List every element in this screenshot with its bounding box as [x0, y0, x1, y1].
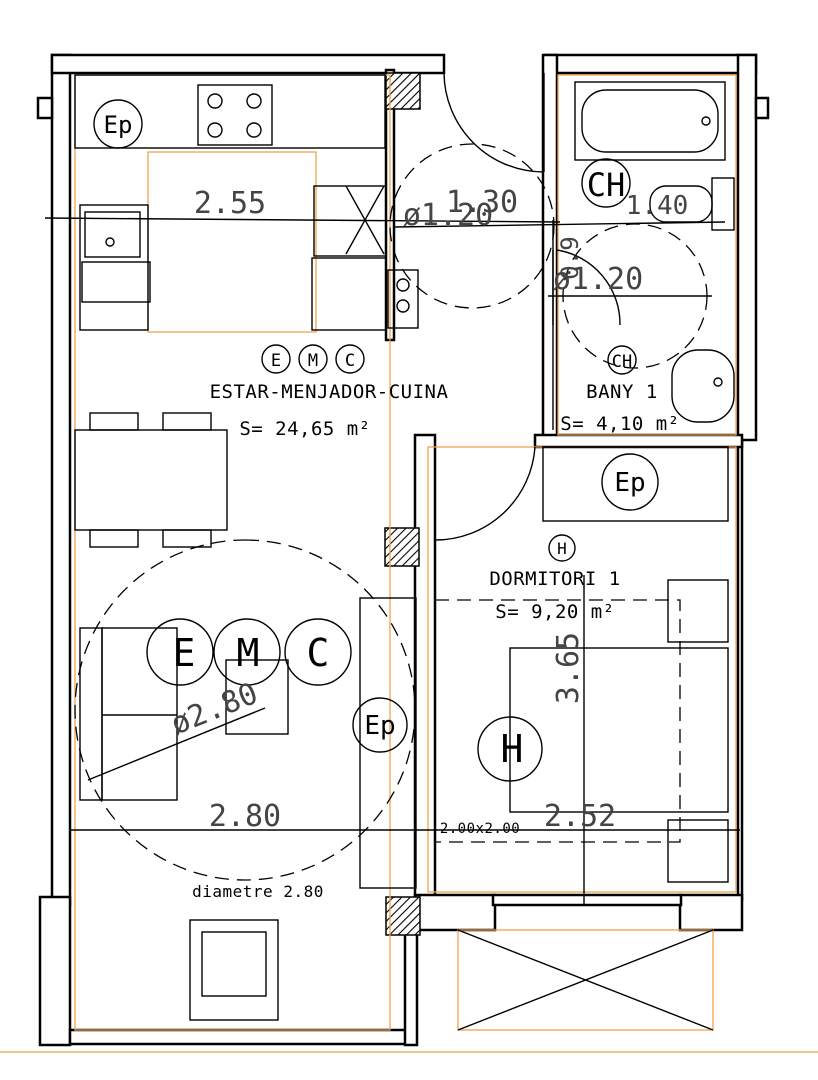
- dim-kitchen-width: 2.55: [194, 186, 266, 221]
- c-symbol-small: C: [345, 351, 355, 371]
- living-room-area: S= 24,65 m²: [239, 418, 370, 440]
- walls: [36, 53, 770, 1047]
- nightstand: [667, 819, 729, 883]
- dining-table: [74, 412, 228, 548]
- coffee-table: [225, 659, 289, 735]
- dimension-lines: [44, 217, 740, 905]
- bedroom-furniture: [434, 446, 729, 883]
- dim-living-width: 2.80: [209, 799, 281, 834]
- bath-room-name: BANY 1: [586, 381, 658, 403]
- sofa: [79, 627, 103, 801]
- c-symbol: C: [307, 631, 330, 675]
- ch-symbol-small: CH: [612, 352, 632, 372]
- armchair: [189, 919, 279, 1021]
- h-symbol-small: H: [557, 539, 567, 558]
- living-furniture: [74, 539, 417, 1021]
- bed: [509, 647, 729, 813]
- doors: [434, 72, 621, 541]
- bathtub: [574, 81, 726, 161]
- kitchen: [74, 74, 419, 331]
- dim-bath-height: 0.9: [556, 236, 584, 279]
- bath-room-area: S= 4,10 m²: [560, 413, 679, 435]
- dim-bath-turn: ø1.20: [553, 262, 643, 297]
- bed-clearance: [434, 599, 681, 843]
- ep-symbol: Ep: [104, 111, 133, 139]
- ep-symbol: Ep: [364, 711, 395, 741]
- e-symbol: E: [173, 631, 196, 675]
- nightstand: [667, 579, 729, 643]
- bed-size: 2.00x2.00: [440, 821, 520, 837]
- washbasin: [671, 349, 735, 423]
- ep-symbol: Ep: [614, 468, 645, 498]
- labels: ESTAR-MENJADOR-CUINA S= 24,65 m² BANY 1 …: [104, 111, 689, 901]
- kitchen-turn-circle: [389, 143, 555, 309]
- living-circle-note: diametre 2.80: [192, 882, 324, 901]
- e-symbol-small: E: [271, 351, 281, 371]
- wardrobe: [542, 446, 729, 522]
- m-symbol-small: M: [308, 351, 318, 371]
- dim-bedroom-length: 3.65: [551, 632, 586, 704]
- dim-living-circle: ø2.80: [166, 676, 263, 742]
- sink: [79, 204, 149, 331]
- balcony: [457, 929, 714, 1031]
- bedroom-name: DORMITORI 1: [489, 568, 620, 590]
- tv-unit: [359, 597, 417, 889]
- dim-bedroom-width: 2.52: [544, 799, 616, 834]
- symbol-circles: [93, 99, 659, 782]
- h-symbol: H: [501, 727, 524, 771]
- dim-turn-circle-1b: 1.30: [446, 185, 518, 220]
- m-symbol: M: [237, 631, 260, 675]
- bedroom-area: S= 9,20 m²: [495, 601, 614, 623]
- living-turn-circle: [74, 539, 416, 881]
- dim-turn-circle-1: ø1.20: [403, 198, 493, 233]
- cooktop: [197, 84, 273, 146]
- ch-symbol: CH: [587, 166, 626, 204]
- dim-bath-width: 1.40: [626, 191, 689, 221]
- living-room-name: ESTAR-MENJADOR-CUINA: [210, 381, 449, 403]
